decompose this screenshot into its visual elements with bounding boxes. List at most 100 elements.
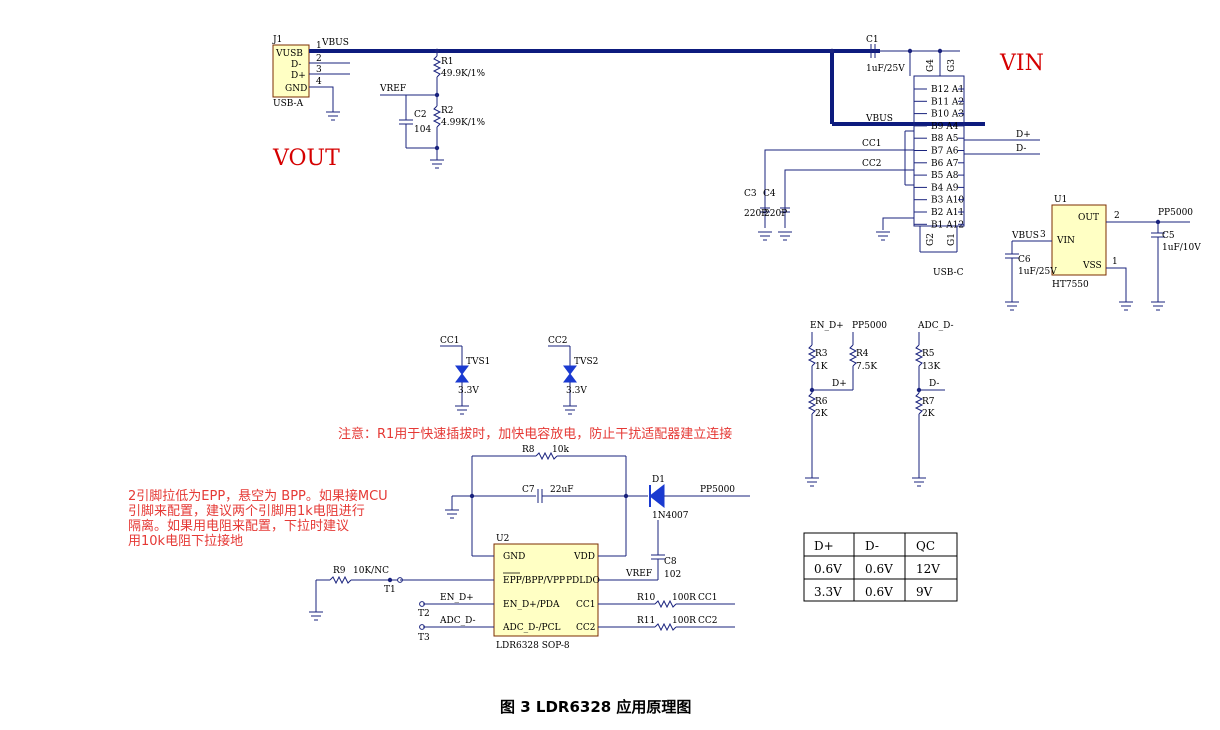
ic-pin-vdd: VDD bbox=[573, 552, 595, 562]
r3-value: 1K bbox=[815, 362, 828, 372]
c5-ref: C5 bbox=[1162, 231, 1175, 241]
cc2-ic-label: CC2 bbox=[698, 616, 718, 626]
tvs1-diode: CC1 TVS1 3.3V bbox=[440, 336, 490, 415]
vin-label: VIN bbox=[999, 51, 1044, 76]
usb-c-pin-row: B5 A8 bbox=[931, 171, 959, 181]
r6-ref: R6 bbox=[815, 397, 828, 407]
r5-ref: R5 bbox=[922, 349, 935, 359]
side-note-line-1: 2引脚拉低为EPP，悬空为 BPP。如果接MCU bbox=[128, 488, 388, 504]
ic-ref: U2 bbox=[496, 534, 509, 544]
usb-c-g4: G4 bbox=[926, 59, 936, 72]
usb-c-g2: G2 bbox=[926, 233, 936, 246]
usb-a-name: USB-A bbox=[273, 99, 304, 109]
r9-ref: R9 bbox=[333, 566, 346, 576]
t3-label: T3 bbox=[418, 633, 430, 643]
qc-header-qc: QC bbox=[916, 539, 935, 553]
usb-c-pin-row: B7 A6 bbox=[931, 147, 959, 157]
r7-ref: R7 bbox=[922, 397, 935, 407]
usb-c-pin-row: B6 A7 bbox=[931, 159, 959, 169]
qc-row1-dminus: 0.6V bbox=[865, 562, 893, 576]
usb-a-pin-dminus: D- bbox=[291, 60, 301, 70]
qc-header-dminus: D- bbox=[865, 539, 879, 553]
t1-label: T1 bbox=[384, 585, 396, 595]
usb-a-pin-vusb: VUSB bbox=[275, 49, 303, 59]
c4-value: 220P bbox=[764, 209, 787, 219]
c8-value: 102 bbox=[664, 570, 681, 580]
usb-c-pin-row: B1 A12 bbox=[931, 220, 964, 230]
r10-value: 100R bbox=[672, 593, 696, 603]
qc-row2-dminus: 0.6V bbox=[865, 585, 893, 599]
r6-value: 2K bbox=[815, 409, 828, 419]
ic-pin-adc: ADC_D-/PCL bbox=[502, 623, 560, 633]
c4-ref: C4 bbox=[763, 189, 776, 199]
c2-value: 104 bbox=[414, 125, 431, 135]
c1-capacitor: C1 1uF/25V bbox=[866, 35, 960, 76]
pp5000-ldo-label: PP5000 bbox=[1158, 208, 1193, 218]
usb-a-pin-gnd: GND bbox=[285, 84, 307, 94]
pp5000-div-net: PP5000 bbox=[852, 321, 887, 331]
usb-a-pinnum-4: 4 bbox=[316, 77, 322, 87]
qc-row2-dplus: 3.3V bbox=[814, 585, 842, 599]
ic-pin-cc1: CC1 bbox=[576, 600, 596, 610]
ic-name: LDR6328 SOP-8 bbox=[496, 641, 570, 651]
r4-value: 7.5K bbox=[856, 362, 877, 372]
usb-c-pin-row: B12 A1 bbox=[931, 85, 964, 95]
vout-label: VOUT bbox=[272, 146, 340, 171]
usb-c-g1: G1 bbox=[947, 233, 957, 246]
usb-a-pinnum-3: 3 bbox=[316, 65, 322, 75]
tvs2-value: 3.3V bbox=[566, 386, 587, 396]
dp-dm-divider: EN_D+ PP5000 ADC_D- R3 1K R4 7.5K D+ R6 … bbox=[805, 321, 954, 487]
ldo-pin3: 3 bbox=[1040, 230, 1046, 240]
ldo-body bbox=[1051, 204, 1107, 276]
usb-c-pin-row: B8 A5 bbox=[931, 134, 959, 144]
ic-pin-cc2: CC2 bbox=[576, 623, 596, 633]
tvs1-net: CC1 bbox=[440, 336, 460, 346]
vbus-label-right: VBUS bbox=[865, 114, 893, 124]
r2-value: 4.99K/1% bbox=[441, 118, 486, 128]
ldo-out: OUT bbox=[1078, 213, 1099, 223]
tvs2-net: CC2 bbox=[548, 336, 568, 346]
ldo-vin: VIN bbox=[1056, 236, 1075, 246]
qc-row1-qc: 12V bbox=[916, 562, 940, 576]
side-note: 2引脚拉低为EPP，悬空为 BPP。如果接MCU 引脚来配置，建议两个引脚用1k… bbox=[128, 488, 388, 549]
tvs1-ref: TVS1 bbox=[466, 357, 490, 367]
usb-c-pin-row: B2 A11 bbox=[931, 208, 964, 218]
en-dp-net: EN_D+ bbox=[810, 321, 844, 331]
r11-value: 100R bbox=[672, 616, 696, 626]
dm-div-label: D- bbox=[929, 379, 939, 389]
usb-c-pin-row: B3 A10 bbox=[931, 196, 964, 206]
usb-c-name: USB-C bbox=[933, 268, 964, 278]
j1-ref: J1 bbox=[272, 35, 282, 45]
c7-ref: C7 bbox=[522, 485, 535, 495]
tvs1-value: 3.3V bbox=[458, 386, 479, 396]
cc2-usbc-label: CC2 bbox=[862, 159, 882, 169]
r1-ref: R1 bbox=[441, 57, 454, 67]
c5-value: 1uF/10V bbox=[1162, 243, 1201, 253]
c8-ref: C8 bbox=[664, 557, 677, 567]
vbus-label-left: VBUS bbox=[321, 38, 349, 48]
side-note-line-3: 隔离。如果用电阻来配置，下拉时建议 bbox=[128, 518, 349, 534]
qc-table: D+ D- QC 0.6V 0.6V 12V 3.3V 0.6V 9V bbox=[803, 532, 958, 602]
r5-value: 13K bbox=[922, 362, 940, 372]
usb-a-body bbox=[272, 44, 310, 98]
ldo-pin2: 2 bbox=[1114, 211, 1120, 221]
d1-value: 1N4007 bbox=[652, 511, 689, 521]
ldo-name: HT7550 bbox=[1052, 280, 1089, 290]
c1-value: 1uF/25V bbox=[866, 64, 905, 74]
side-note-line-2: 引脚来配置，建议两个引脚用1k电阻进行 bbox=[128, 503, 365, 519]
ic-pin-gnd: GND bbox=[503, 552, 525, 562]
c6-ref: C6 bbox=[1018, 255, 1031, 265]
figure-caption: 图 3 LDR6328 应用原理图 bbox=[500, 698, 691, 716]
qc-row2-qc: 9V bbox=[916, 585, 933, 599]
ldr6328-circuit: R8 10k C7 22uF D1 1N4007 PP5000 U2 GND E… bbox=[309, 445, 750, 651]
usb-c-pin-row: B4 A9 bbox=[931, 183, 959, 193]
r3-ref: R3 bbox=[815, 349, 828, 359]
adc-dm-ic-label: ADC_D- bbox=[439, 616, 476, 626]
r9-value: 10K/NC bbox=[353, 566, 389, 576]
c7-value: 22uF bbox=[550, 485, 574, 495]
usb-c-dminus-label: D- bbox=[1016, 144, 1026, 154]
usb-c-dplus-label: D+ bbox=[1016, 130, 1031, 140]
